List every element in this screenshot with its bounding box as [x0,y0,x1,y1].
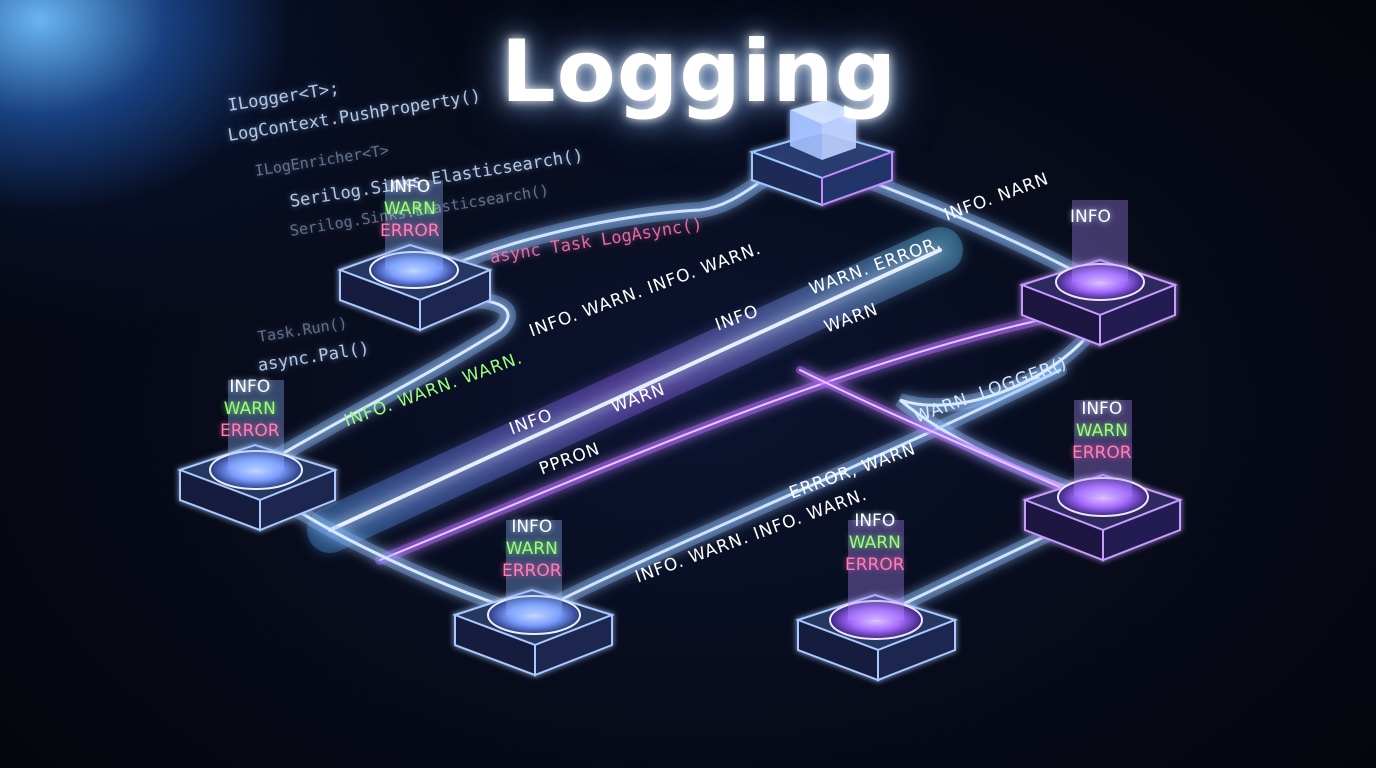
node-right-lower [1021,473,1183,562]
page-title: Logging [500,22,898,122]
level-info: INFO [229,377,271,397]
node-tags-top-right: INFO [1070,206,1111,228]
pipe-main-tube-core [328,248,942,532]
pipe-lower-purple-core [379,319,1041,561]
level-error: ERROR [845,555,905,575]
level-error: ERROR [1072,443,1132,463]
pipes [247,152,1108,627]
node-tags-right-lower: INFO WARN ERROR [1072,398,1132,464]
level-warn: WARN [383,199,436,219]
level-warn: WARN [223,399,276,419]
hub-cube [748,100,896,207]
level-info: INFO [1070,207,1111,227]
node-left-mid [177,443,338,532]
pipe-left-mid-core [253,298,510,472]
level-info: INFO [511,517,553,537]
node-tags-left-mid: INFO WARN ERROR [220,376,280,442]
node-tags-bottom-left: INFO WARN ERROR [502,516,562,582]
level-error: ERROR [502,561,562,581]
node-tags-bottom-middle: INFO WARN ERROR [845,510,905,576]
pipe-purple-cross-core [799,369,1101,506]
node-tags-top-left: INFO WARN ERROR [380,176,440,242]
node-top-right [1018,258,1178,347]
level-info: INFO [389,177,431,197]
node-top-left [337,243,493,332]
level-error: ERROR [380,221,440,241]
level-warn: WARN [848,533,901,553]
light-columns [228,180,1132,620]
pipe-bottom-diagonal-core [538,368,1062,612]
level-warn: WARN [1075,421,1128,441]
level-warn: WARN [505,539,558,559]
level-info: INFO [1081,399,1123,419]
level-error: ERROR [220,421,280,441]
level-info: INFO [854,511,896,531]
node-bottom-left [451,588,616,677]
node-bottom-middle [794,593,959,682]
